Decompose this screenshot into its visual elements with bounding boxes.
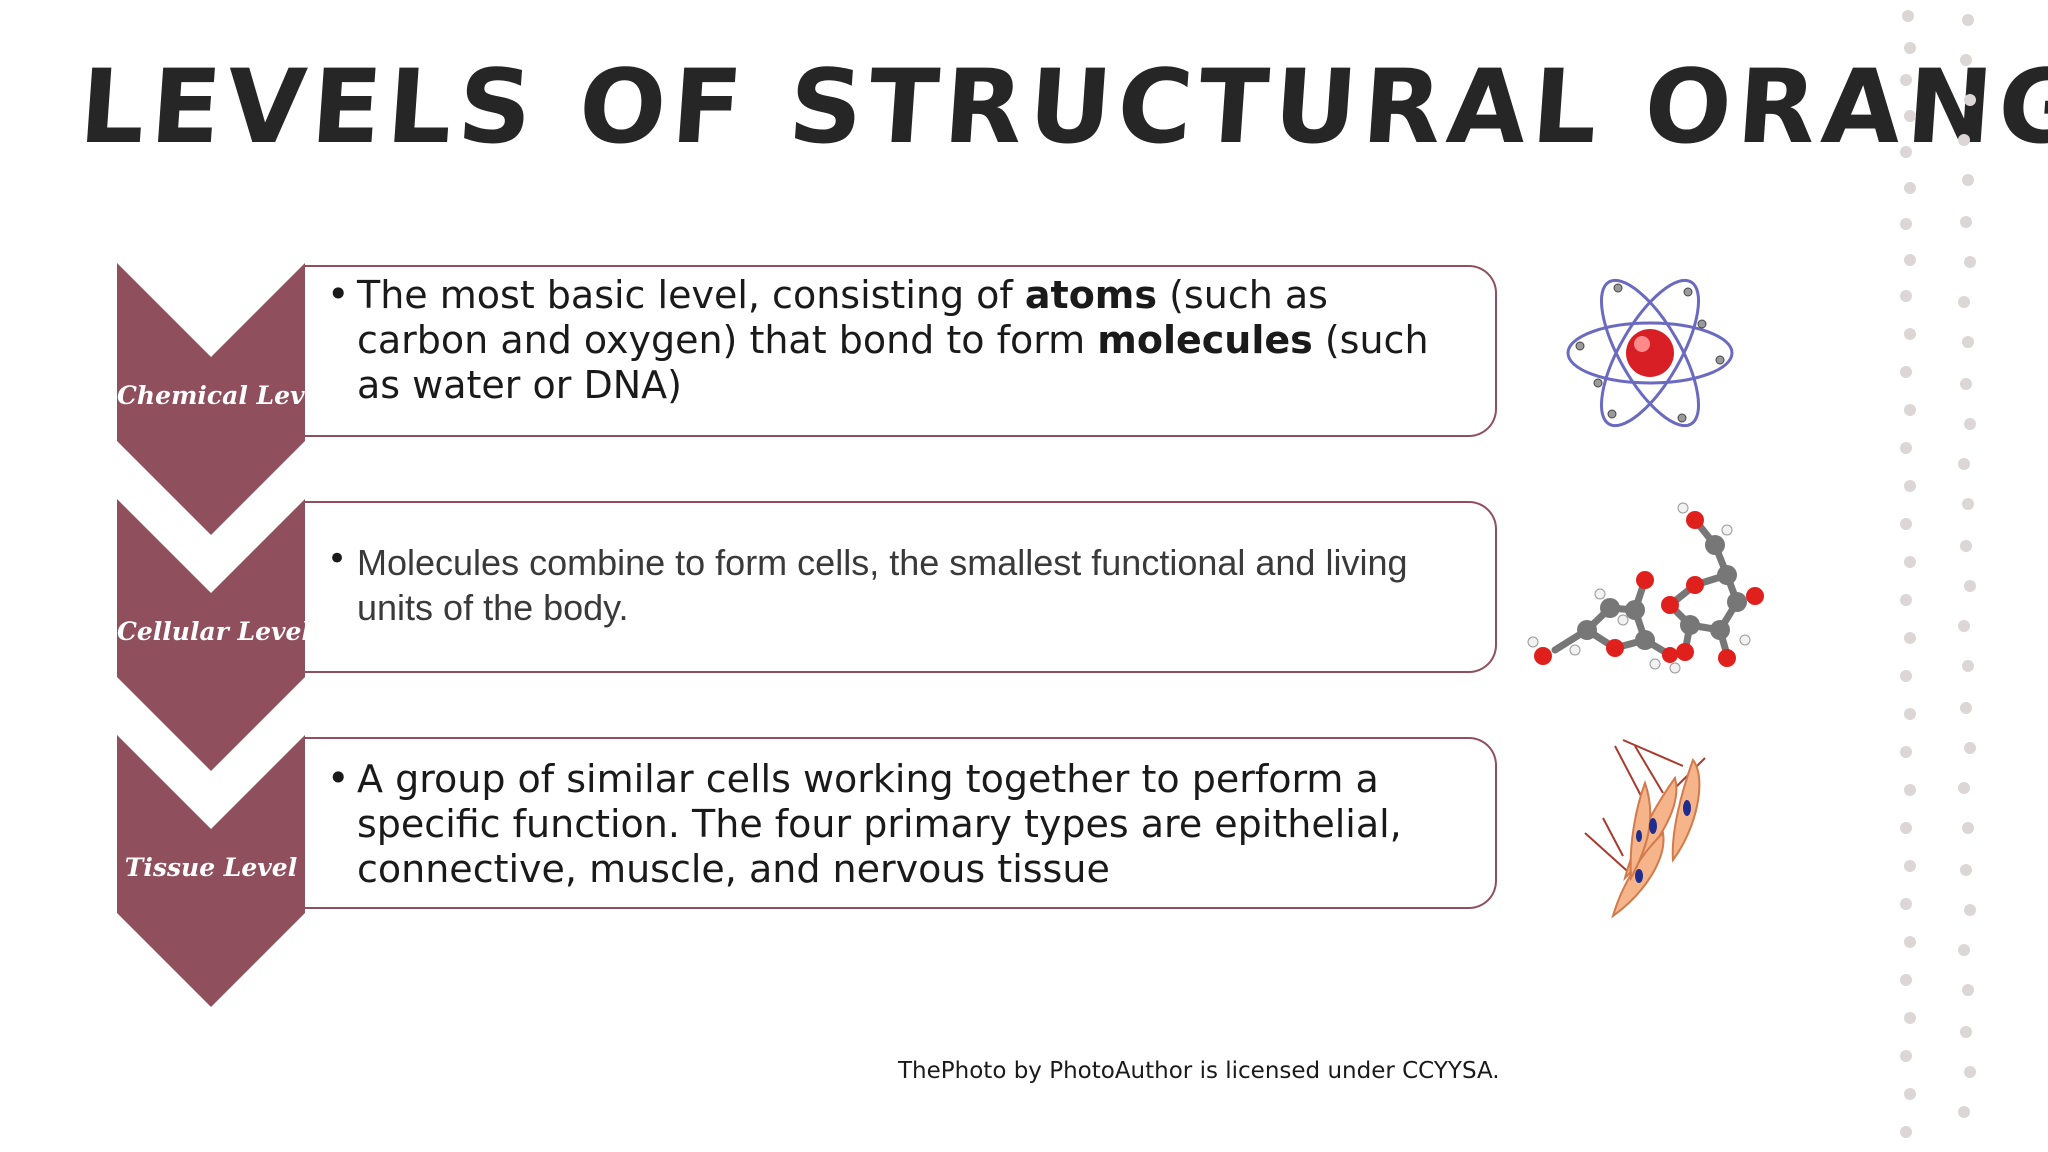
image-credit: ThePhoto by PhotoAuthor is licensed unde… <box>898 1058 1500 1084</box>
text-segment: The most basic level, consisting of <box>357 273 1025 317</box>
bullet-dot: • <box>327 756 350 800</box>
text-segment-bold: atoms <box>1024 273 1158 317</box>
text-segment: (such as carbon and oxygen) that bond to… <box>357 273 1328 362</box>
muscle-cells-icon <box>1575 738 1735 927</box>
text-segment: Molecules combine to form cells, the sma… <box>357 542 1408 628</box>
level-card-chemical: • The most basic level, consisting of at… <box>305 265 1497 437</box>
chevron-tissue-level: Tissue Level <box>117 735 305 1007</box>
molecule-icon <box>1515 490 1775 684</box>
decorative-dots <box>1900 10 1976 1138</box>
level-label: Chemical Level <box>117 381 330 410</box>
level-label: Cellular Level <box>117 617 311 646</box>
level-description: A group of similar cells working togethe… <box>357 757 1471 892</box>
level-description: The most basic level, consisting of atom… <box>357 273 1471 408</box>
chevron-chemical-level: Chemical Level <box>117 263 330 535</box>
chevron-cellular-level: Cellular Level <box>117 499 311 771</box>
level-description: Molecules combine to form cells, the sma… <box>357 540 1471 630</box>
level-card-cellular: • Molecules combine to form cells, the s… <box>305 501 1497 673</box>
bullet-dot: • <box>327 272 350 316</box>
atom-icon <box>1560 258 1740 452</box>
text-segment: (such as water or DNA) <box>357 318 1429 407</box>
text-segment: A group of similar cells working togethe… <box>357 757 1402 891</box>
text-segment-bold: molecules <box>1097 318 1313 362</box>
level-label: Tissue Level <box>124 853 298 882</box>
level-card-tissue: • A group of similar cells working toget… <box>305 737 1497 909</box>
slide-title: LEVELS OF STRUCTURAL ORANGNISM <box>75 48 2048 167</box>
bullet-dot: • <box>327 539 348 579</box>
